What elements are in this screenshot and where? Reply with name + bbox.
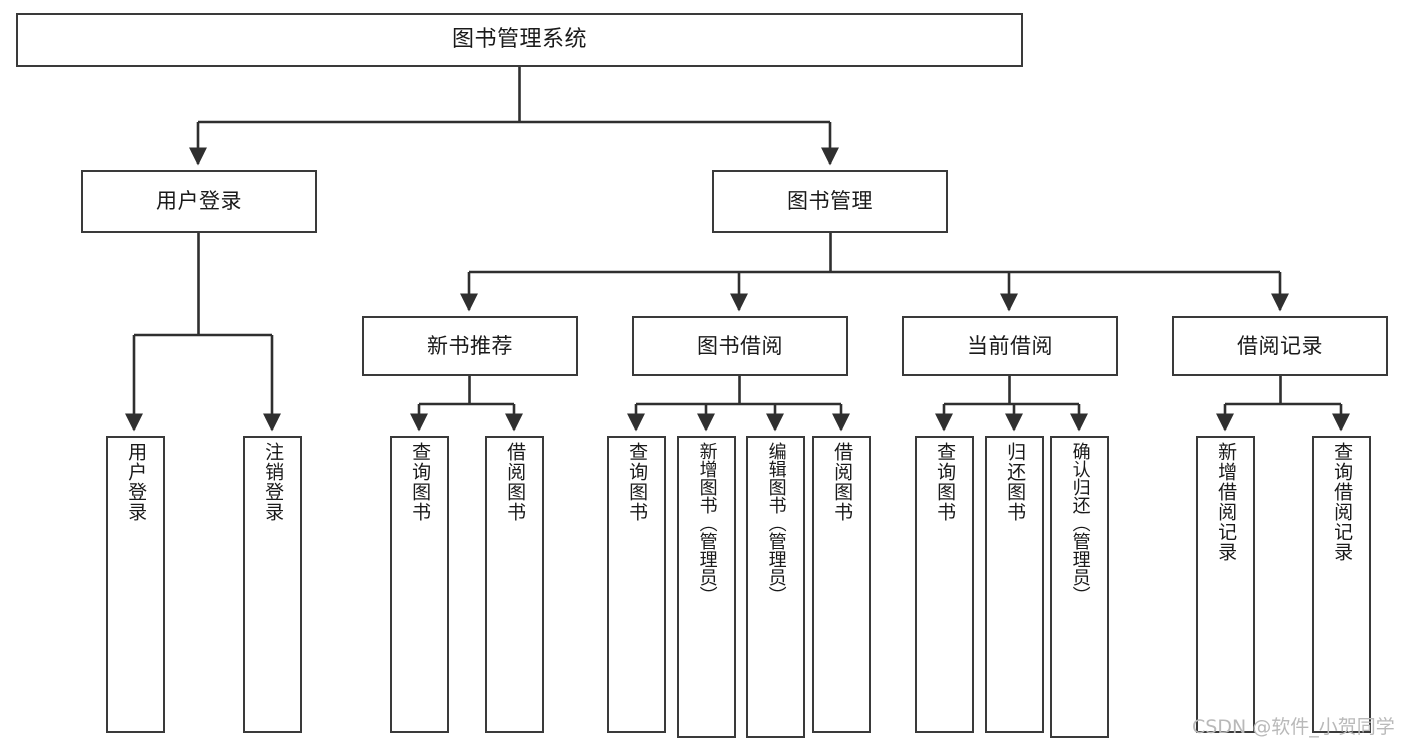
node-leaf-borrow-book-rec[interactable]: 借阅图书 [485,436,544,733]
node-leaf-return-book-label: 归还图书 [1004,442,1027,522]
node-new-book-rec[interactable]: 新书推荐 [362,316,578,376]
node-borrow-record[interactable]: 借阅记录 [1172,316,1388,376]
node-borrow-record-label: 借阅记录 [1237,333,1323,358]
node-leaf-query-record-label: 查询借阅记录 [1331,442,1354,562]
node-leaf-add-record[interactable]: 新增借阅记录 [1196,436,1255,733]
node-leaf-return-book[interactable]: 归还图书 [985,436,1044,733]
node-leaf-query-book-cur[interactable]: 查询图书 [915,436,974,733]
node-root-label: 图书管理系统 [451,27,587,52]
node-leaf-add-record-label: 新增借阅记录 [1215,442,1238,562]
node-current-borrow-label: 当前借阅 [967,333,1053,358]
node-leaf-borrow-book-label: 借阅图书 [831,442,854,522]
node-book-manage[interactable]: 图书管理 [712,170,948,233]
node-user-login[interactable]: 用户登录 [81,170,317,233]
node-user-login-label: 用户登录 [156,189,242,213]
node-leaf-logout-label: 注销登录 [262,442,285,522]
node-book-borrow-label: 图书借阅 [697,333,783,358]
node-leaf-add-book[interactable]: 新增图书（管理员） [677,436,736,738]
node-leaf-confirm-return[interactable]: 确认归还（管理员） [1050,436,1109,738]
node-leaf-query-book-cur-label: 查询图书 [934,442,957,522]
node-current-borrow[interactable]: 当前借阅 [902,316,1118,376]
node-leaf-confirm-return-label: 确认归还（管理员） [1069,442,1091,604]
node-leaf-query-book-label: 查询图书 [626,442,649,522]
node-leaf-edit-book-label: 编辑图书（管理员） [765,442,787,604]
node-leaf-query-book-rec[interactable]: 查询图书 [390,436,449,733]
node-leaf-query-book[interactable]: 查询图书 [607,436,666,733]
node-new-book-rec-label: 新书推荐 [427,333,513,358]
node-book-manage-label: 图书管理 [787,189,873,213]
node-root[interactable]: 图书管理系统 [16,13,1023,67]
node-leaf-borrow-book-rec-label: 借阅图书 [504,442,527,522]
node-leaf-query-book-rec-label: 查询图书 [409,442,432,522]
node-leaf-user-login[interactable]: 用户登录 [106,436,165,733]
csdn-watermark: CSDN @软件_小贺同学 [1192,716,1395,738]
node-leaf-edit-book[interactable]: 编辑图书（管理员） [746,436,805,738]
node-leaf-borrow-book[interactable]: 借阅图书 [812,436,871,733]
node-leaf-add-book-label: 新增图书（管理员） [696,442,718,604]
node-leaf-user-login-label: 用户登录 [125,442,148,522]
node-leaf-logout[interactable]: 注销登录 [243,436,302,733]
node-book-borrow[interactable]: 图书借阅 [632,316,848,376]
node-leaf-query-record[interactable]: 查询借阅记录 [1312,436,1371,733]
